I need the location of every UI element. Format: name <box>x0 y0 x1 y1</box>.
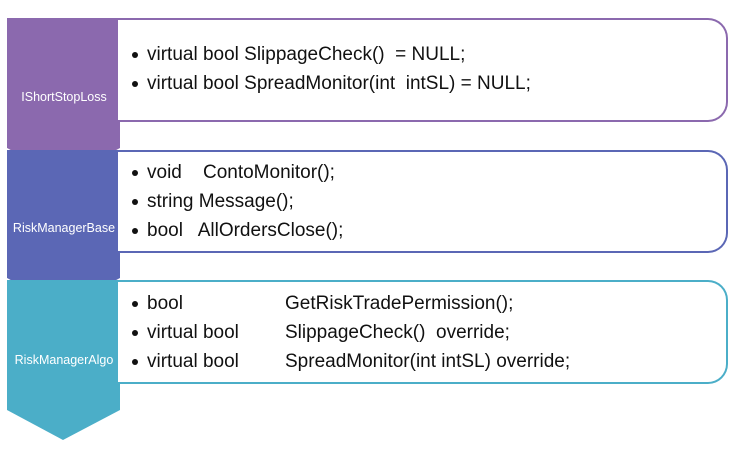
bullet-icon <box>132 359 138 365</box>
bullet-icon <box>132 81 138 87</box>
bullet-icon <box>132 330 138 336</box>
list-item: string Message(); <box>132 187 343 216</box>
list-item: bool AllOrdersClose(); <box>132 216 343 245</box>
method-text: void ContoMonitor(); <box>147 162 335 183</box>
chevron-riskmanageralgo <box>7 280 120 440</box>
method-text: bool AllOrdersClose(); <box>147 220 344 241</box>
panel-riskmanageralgo: bool GetRiskTradePermission(); virtual bo… <box>118 280 728 384</box>
method-type: bool <box>147 293 183 314</box>
method-name: SlippageCheck() override; <box>285 322 510 343</box>
label-ishortstoploss: IShortStopLoss <box>21 90 107 104</box>
method-type: virtual bool <box>147 351 239 372</box>
label-riskmanageralgo: RiskManagerAlgo <box>14 353 114 367</box>
method-text: virtual bool SpreadMonitor(int intSL) = … <box>147 73 531 94</box>
bullet-icon <box>132 228 138 234</box>
list-item: virtual bool SlippageCheck() override; <box>132 318 570 347</box>
method-text: virtual bool SlippageCheck() = NULL; <box>147 44 466 65</box>
list-item: virtual bool SpreadMonitor(int intSL) ove… <box>132 347 570 376</box>
list-item: virtual bool SpreadMonitor(int intSL) = … <box>132 69 531 98</box>
method-list: void ContoMonitor(); string Message(); b… <box>132 158 343 245</box>
method-text: string Message(); <box>147 191 294 212</box>
bullet-icon <box>132 199 138 205</box>
chevron-riskmanagerbase <box>7 150 120 308</box>
method-type: virtual bool <box>147 322 239 343</box>
panel-ishortstoploss: virtual bool SlippageCheck() = NULL; vir… <box>118 18 728 122</box>
chevron-ishortstoploss <box>7 18 120 178</box>
list-item: bool GetRiskTradePermission(); <box>132 289 570 318</box>
list-item: virtual bool SlippageCheck() = NULL; <box>132 40 531 69</box>
bullet-icon <box>132 170 138 176</box>
method-list: bool GetRiskTradePermission(); virtual bo… <box>132 289 570 376</box>
method-name: GetRiskTradePermission(); <box>285 293 514 314</box>
panel-riskmanagerbase: void ContoMonitor(); string Message(); b… <box>118 150 728 253</box>
label-riskmanagerbase: RiskManagerBase <box>12 221 116 235</box>
bullet-icon <box>132 301 138 307</box>
list-item: void ContoMonitor(); <box>132 158 343 187</box>
method-name: SpreadMonitor(int intSL) override; <box>285 351 571 372</box>
bullet-icon <box>132 52 138 58</box>
method-list: virtual bool SlippageCheck() = NULL; vir… <box>132 40 531 98</box>
